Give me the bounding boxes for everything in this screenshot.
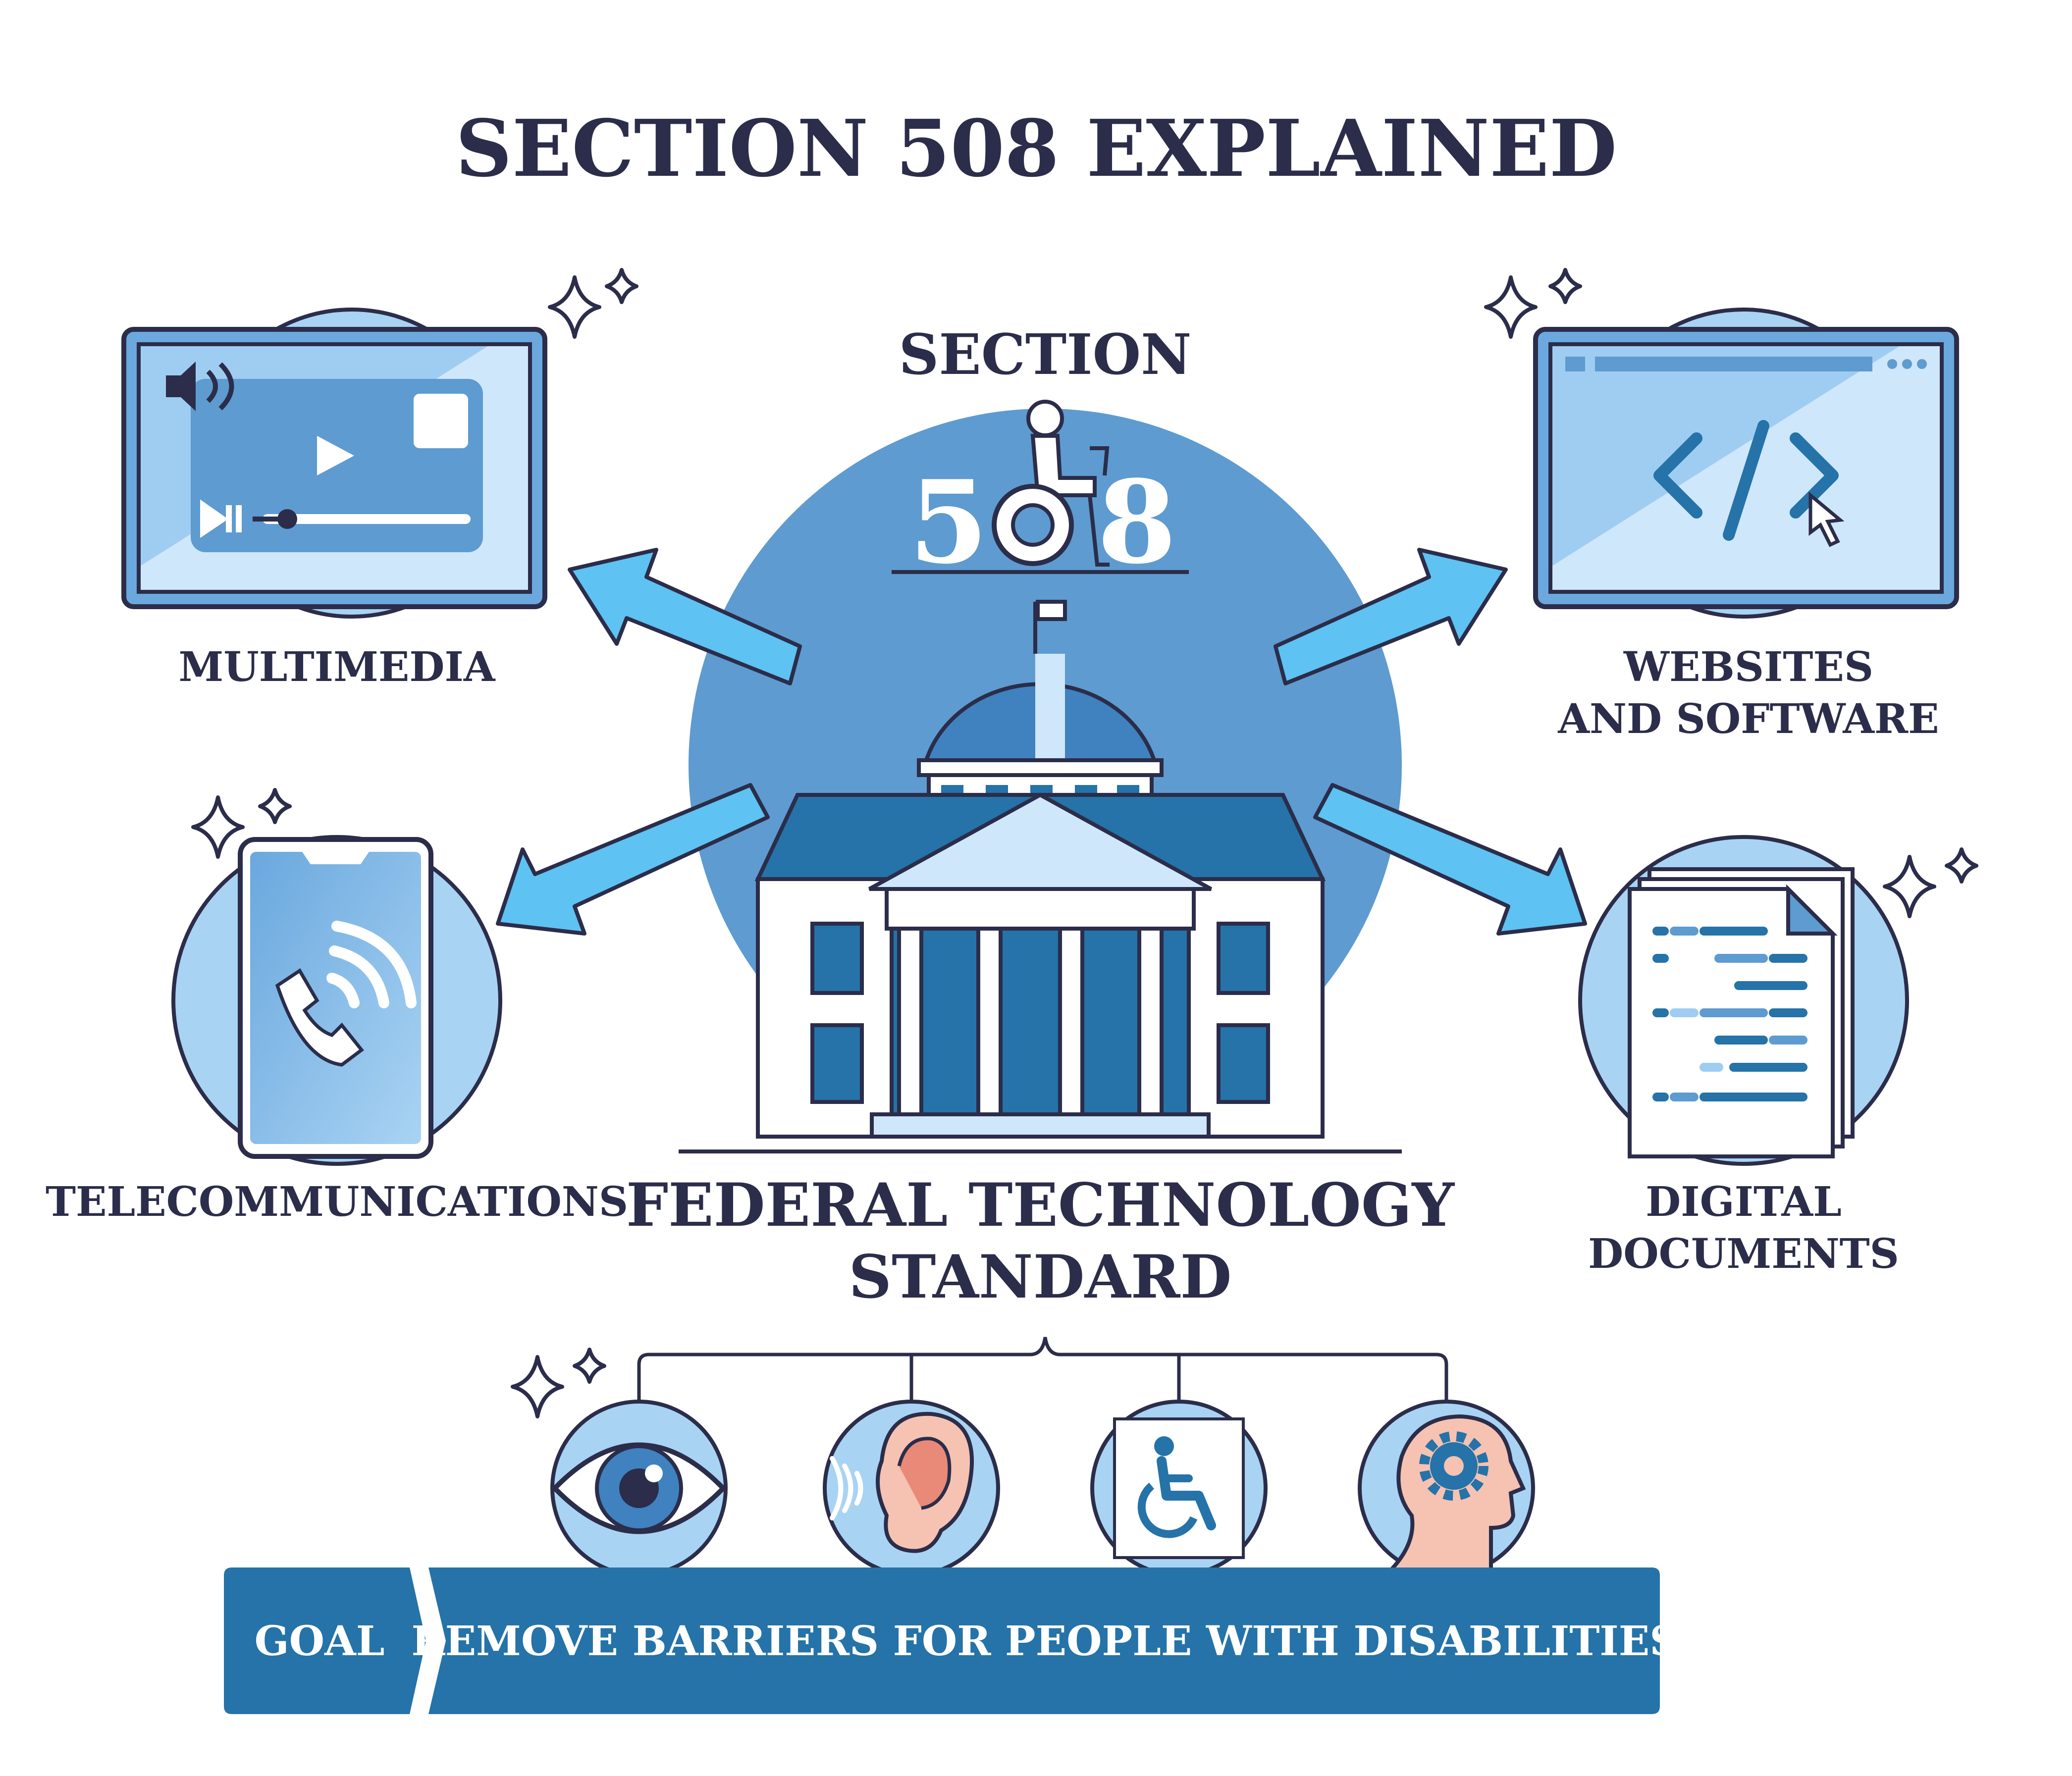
- digit-8: 8: [1097, 456, 1176, 589]
- arrow-to-multimedia: [568, 548, 802, 685]
- label-multimedia: MULTIMEDIA: [179, 643, 496, 691]
- goal-text: REMOVE BARRIERS FOR PEOPLE WITH DISABILI…: [412, 1618, 1679, 1665]
- label-documents-line1: DIGITAL: [1646, 1178, 1842, 1226]
- arrows: [496, 548, 1587, 936]
- 508-logo: 5 8: [892, 400, 1189, 589]
- goal-banner: GOAL REMOVE BARRIERS FOR PEOPLE WITH DIS…: [224, 1567, 1679, 1714]
- digit-5: 5: [909, 456, 988, 589]
- telecommunications-icon: [171, 835, 502, 1166]
- label-websites-line1: WEBSITES: [1623, 643, 1873, 691]
- phone-handset-icon: [275, 968, 364, 1067]
- cursor-icon: [1808, 491, 1845, 547]
- goal-message-box: [428, 1567, 1660, 1714]
- websites-icon: [1533, 308, 1959, 619]
- section-label: SECTION: [899, 322, 1191, 387]
- speaker-icon: [166, 362, 196, 411]
- label-documents-line2: DOCUMENTS: [1588, 1230, 1899, 1278]
- goal-label: GOAL: [255, 1618, 385, 1665]
- wheelchair-icon: [1090, 1400, 1268, 1577]
- wheelchair-user-icon: [992, 400, 1110, 567]
- code-brackets-icon: [1653, 420, 1839, 541]
- play-icon: [317, 436, 354, 475]
- multimedia-icon: [121, 308, 547, 619]
- arrow-to-telecom: [496, 783, 770, 936]
- label-telecommunications: TELECOMMUNICATIONS: [46, 1178, 628, 1226]
- bracket-connector: [637, 1337, 1448, 1402]
- goal-tag: [224, 1567, 426, 1714]
- eye-icon: [550, 1400, 728, 1577]
- head-gear-icon: [1358, 1400, 1535, 1577]
- arrow-to-websites: [1274, 548, 1508, 685]
- center-caption-line2: STANDARD: [849, 1242, 1231, 1312]
- capitol-building-icon: [679, 600, 1402, 1153]
- sparkle-icons: [191, 268, 1978, 1418]
- center-caption-line1: FEDERAL TECHNOLOGY: [626, 1170, 1455, 1240]
- label-websites-line2: AND SOFTWARE: [1557, 695, 1939, 743]
- digital-documents-icon: [1578, 835, 1909, 1166]
- ear-icon: [823, 1400, 1000, 1577]
- arrow-to-documents: [1313, 783, 1587, 936]
- page-title: SECTION 508 EXPLAINED: [456, 103, 1617, 195]
